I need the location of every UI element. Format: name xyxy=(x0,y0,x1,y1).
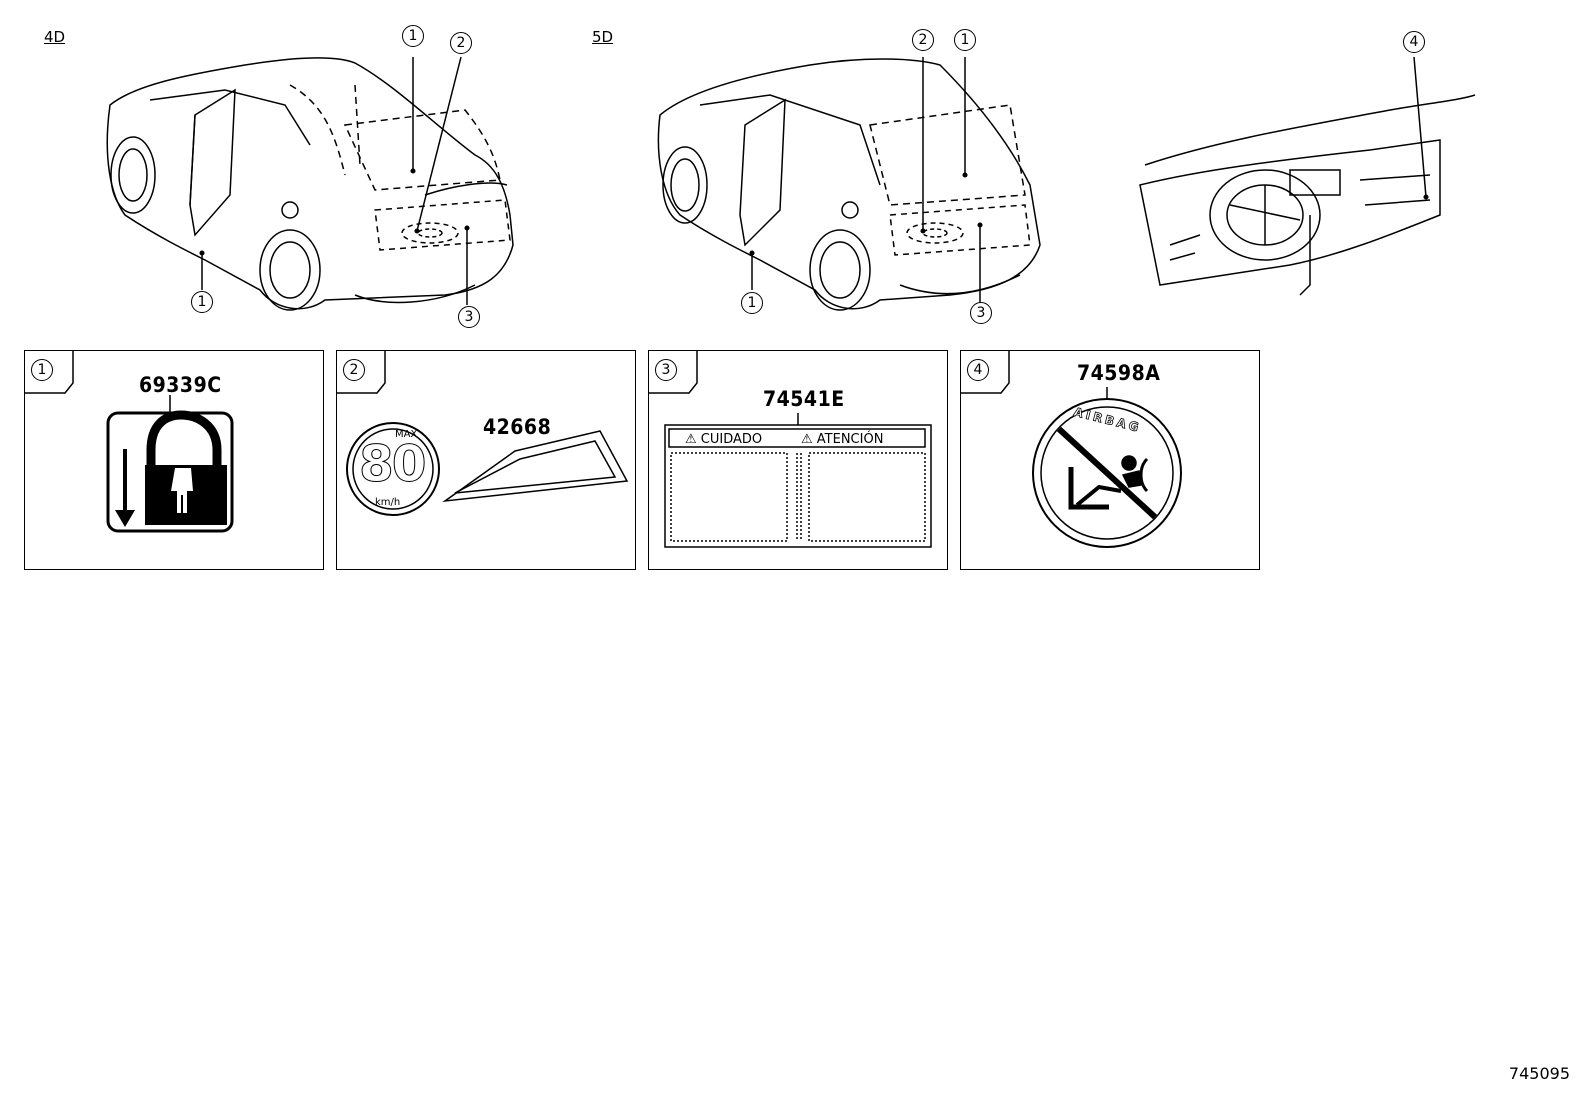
callout-2: 2 xyxy=(912,29,934,51)
variant-label-5d: 5D xyxy=(592,28,614,46)
callout-1: 1 xyxy=(741,292,763,314)
label-panel-3: 3 74541E ⚠ CUIDADO ⚠ ATENCIÓN xyxy=(648,350,948,570)
callout-3: 3 xyxy=(458,306,480,328)
warning-label-drawing xyxy=(664,413,932,548)
panel-3-tab: 3 xyxy=(655,359,677,381)
speed-label-max: MAX xyxy=(395,429,418,440)
panel-1-tab: 1 xyxy=(31,359,53,381)
speed-limit-label-drawing xyxy=(346,422,629,516)
callout-1: 1 xyxy=(954,29,976,51)
part-number-42668: 42668 xyxy=(483,415,552,439)
label-panel-1: 1 69339C xyxy=(24,350,324,570)
airbag-seal-drawing xyxy=(1032,387,1182,548)
label-panel-2: 2 42668 MAX 80 km/h xyxy=(336,350,636,570)
callout-2: 2 xyxy=(450,32,472,54)
panel-tab-frame xyxy=(961,351,1010,394)
panel-tab-frame xyxy=(649,351,698,394)
sedan-4d-illustration xyxy=(106,56,514,311)
callout-1: 1 xyxy=(402,25,424,47)
child-lock-label-icon xyxy=(106,395,234,533)
diagram-code: 745095 xyxy=(1508,1064,1570,1083)
label-panel-4: 4 74598A AIRBAG xyxy=(960,350,1260,570)
part-number-69339c: 69339C xyxy=(139,373,222,397)
warning-title-cuidado: ⚠ CUIDADO xyxy=(685,432,763,447)
part-number-74598a: 74598A xyxy=(1077,361,1161,385)
callout-3: 3 xyxy=(970,302,992,324)
part-number-74541e: 74541E xyxy=(763,387,845,411)
warning-title-atencion: ⚠ ATENCIÓN xyxy=(801,432,884,447)
panel-2-tab: 2 xyxy=(343,359,365,381)
hatchback-5d-illustration xyxy=(657,57,1041,311)
panel-tab-frame xyxy=(25,351,74,394)
panel-tab-frame xyxy=(337,351,386,394)
variant-label-4d: 4D xyxy=(44,28,66,46)
callout-1: 1 xyxy=(191,291,213,313)
speed-label-value: 80 xyxy=(359,435,428,494)
callout-4: 4 xyxy=(1403,31,1425,53)
speed-label-unit: km/h xyxy=(375,497,401,508)
panel-4-tab: 4 xyxy=(967,359,989,381)
dashboard-illustration xyxy=(1139,56,1476,296)
